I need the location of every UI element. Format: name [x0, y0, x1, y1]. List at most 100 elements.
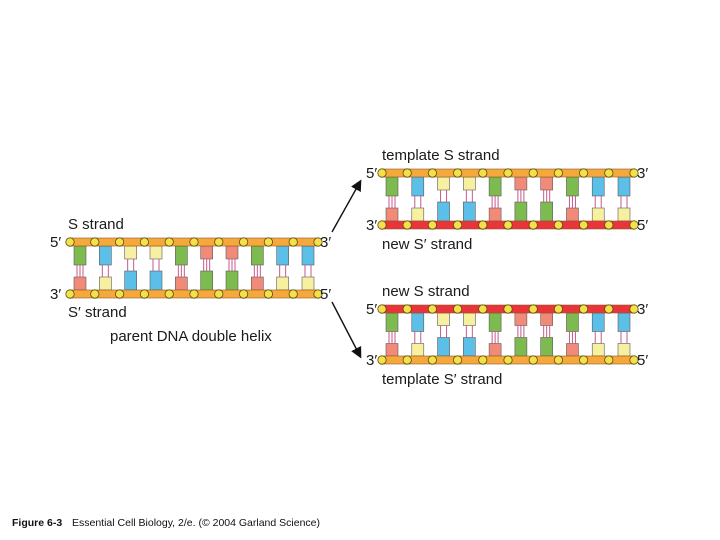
phosphate [528, 304, 538, 314]
phosphate [478, 220, 488, 230]
phosphate [578, 355, 589, 365]
phosphate [629, 168, 639, 178]
phosphate [604, 355, 614, 365]
phosphate [427, 355, 437, 365]
lower-bottom-right-end: 5′ [637, 352, 648, 369]
base-yellow [463, 312, 476, 326]
phosphate [528, 220, 538, 230]
base-green [566, 312, 579, 332]
base-pink [540, 176, 553, 191]
base-yellow [411, 343, 425, 357]
base-pink [385, 207, 399, 222]
base-pink [566, 343, 579, 357]
phosphate [90, 237, 100, 247]
phosphate [115, 289, 125, 299]
arrow-to-upper-daughter [331, 179, 362, 233]
base-blue [463, 337, 476, 357]
base-pink [488, 343, 502, 357]
base-blue [149, 270, 163, 291]
phosphate [553, 355, 564, 365]
base-blue [463, 201, 476, 222]
upper-bottom-left-end: 3′ [366, 217, 377, 234]
phosphate [263, 289, 273, 299]
phosphate [263, 237, 273, 247]
upper-bottom-right-end: 5′ [637, 217, 648, 234]
base-yellow [276, 276, 289, 291]
phosphate [452, 168, 463, 178]
arrow-to-lower-daughter [331, 301, 362, 359]
base-green [251, 245, 264, 266]
phosphate [528, 168, 538, 178]
base-green [225, 270, 239, 291]
phosphate [239, 289, 249, 299]
phosphate [164, 237, 174, 247]
template-s-prime-strand-label: template S′ strand [382, 371, 502, 388]
phosphate [578, 168, 589, 178]
base-green [540, 201, 553, 222]
base-pink [488, 207, 502, 222]
base-pink [540, 312, 553, 326]
phosphate [139, 289, 149, 299]
base-blue [124, 270, 137, 291]
base-green [73, 245, 87, 266]
upper-top-left-end: 5′ [366, 165, 377, 182]
base-green [488, 176, 502, 197]
base-yellow [301, 276, 315, 291]
parent-dna-helix [65, 237, 323, 299]
phosphate [427, 304, 437, 314]
base-green [540, 337, 553, 357]
phosphate [164, 289, 174, 299]
phosphate [65, 289, 75, 299]
phosphate [65, 237, 75, 247]
phosphate [189, 289, 199, 299]
figure-caption: Essential Cell Biology, 2/e. (© 2004 Gar… [72, 517, 320, 529]
base-blue [411, 312, 425, 332]
base-green [175, 245, 188, 266]
phosphate [478, 304, 488, 314]
base-green [488, 312, 502, 332]
upper-daughter-helix [377, 168, 639, 230]
phosphate [503, 355, 513, 365]
phosphate [288, 237, 298, 247]
phosphate [377, 220, 387, 230]
phosphate [402, 220, 412, 230]
phosphate [604, 168, 614, 178]
base-green [200, 270, 213, 291]
parent-bottom-right-end: 5′ [320, 286, 331, 303]
base-blue [411, 176, 425, 197]
base-green [514, 337, 528, 357]
lower-top-left-end: 5′ [366, 301, 377, 318]
base-pink [73, 276, 87, 291]
phosphate [452, 355, 463, 365]
base-green [514, 201, 528, 222]
base-yellow [437, 312, 450, 326]
base-green [385, 312, 399, 332]
parent-top-left-end: 5′ [50, 234, 61, 251]
new-s-strand-label: new S strand [382, 283, 470, 300]
base-yellow [591, 207, 605, 222]
phosphate [427, 168, 437, 178]
phosphate [629, 220, 639, 230]
phosphate [503, 220, 513, 230]
phosphate [377, 168, 387, 178]
phosphate [578, 304, 589, 314]
base-green [385, 176, 399, 197]
phosphate [452, 220, 463, 230]
base-blue [591, 176, 605, 197]
phosphate [313, 289, 323, 299]
base-yellow [463, 176, 476, 191]
base-yellow [617, 343, 631, 357]
lower-daughter-helix [377, 304, 639, 365]
phosphate [239, 237, 249, 247]
phosphate [427, 220, 437, 230]
phosphate [478, 168, 488, 178]
phosphate [604, 304, 614, 314]
base-pink [175, 276, 188, 291]
base-yellow [99, 276, 112, 291]
base-pink [200, 245, 213, 260]
phosphate [578, 220, 589, 230]
phosphate [503, 168, 513, 178]
phosphate [629, 304, 639, 314]
